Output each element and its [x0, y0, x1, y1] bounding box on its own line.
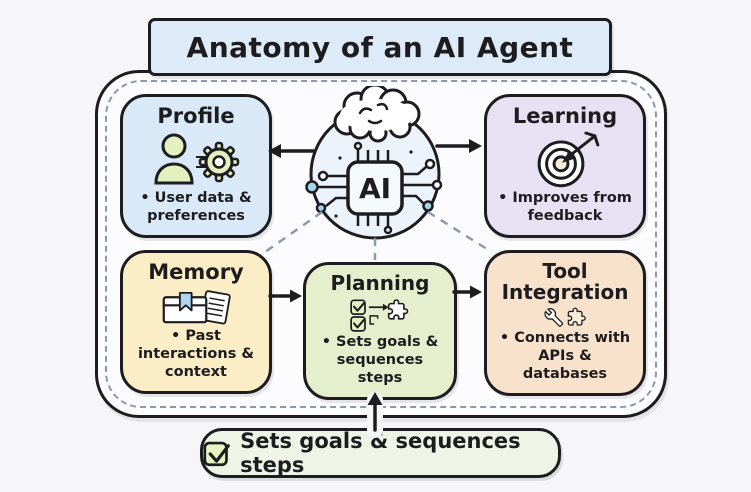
checkbox-icon: [203, 441, 230, 467]
target-arrow-icon: [537, 131, 600, 188]
title-banner: Anatomy of an AI Agent: [148, 18, 612, 76]
archive-box-icon: [162, 290, 231, 325]
ai-chip: [346, 160, 404, 216]
node-memory-title: Memory: [148, 260, 244, 284]
node-profile-title: Profile: [157, 104, 235, 128]
node-planning-desc: • Sets goals & sequences steps: [321, 333, 439, 386]
node-learning-title: Learning: [512, 104, 618, 128]
node-planning: Planning • Sets goals & sequences steps: [303, 262, 457, 400]
node-memory-desc: • Past interactions & context: [137, 327, 255, 380]
circuit-traces: [318, 150, 432, 226]
page-title: Anatomy of an AI Agent: [186, 30, 574, 64]
node-planning-title: Planning: [330, 271, 430, 295]
wrench-puzzle-icon: [544, 307, 586, 327]
user-gear-icon: [154, 133, 240, 185]
node-profile-desc: • User data & preferences: [140, 189, 252, 224]
node-learning-desc: • Improves from feedback: [498, 189, 632, 224]
node-memory: Memory • Past interactions & context: [120, 250, 272, 394]
node-tool-integration: Tool Integration • Connects with APIs & …: [484, 250, 646, 396]
bottom-banner-label: Sets goals & sequences steps: [240, 429, 521, 477]
node-profile: Profile: [120, 94, 272, 238]
node-learning: Learning • Improves from feedback: [484, 94, 646, 238]
node-tool-title: Tool Integration: [501, 259, 629, 304]
bottom-banner: Sets goals & sequences steps: [200, 428, 561, 478]
brain-chip-icon: AI: [305, 86, 443, 240]
node-tool-desc: • Connects with APIs & databases: [499, 329, 631, 382]
ai-chip-label: AI: [359, 172, 391, 205]
checklist-puzzle-icon: [350, 299, 409, 332]
